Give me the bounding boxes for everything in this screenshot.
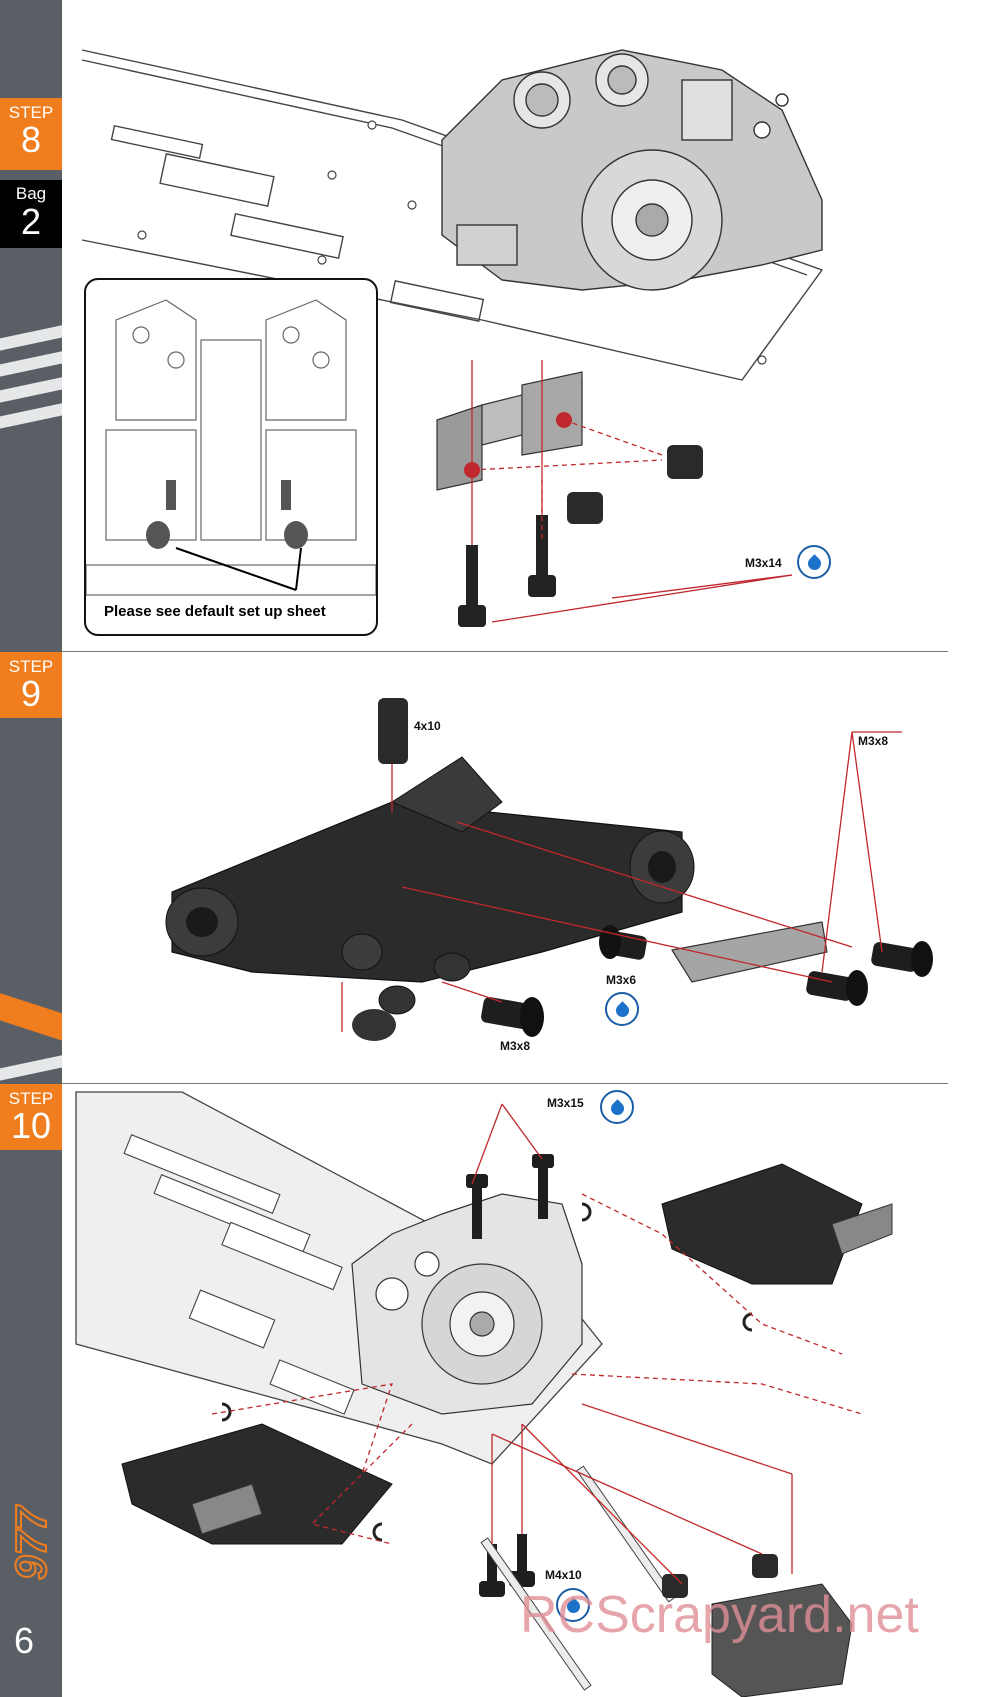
bushing <box>667 445 703 479</box>
guide-lines <box>471 360 793 623</box>
screw-label-m3x8-bottom: M3x8 <box>500 1039 531 1053</box>
brace-mount <box>436 371 583 491</box>
guide-lines <box>471 1103 793 1585</box>
spacer-label-4x10: 4x10 <box>414 719 441 733</box>
thread-lock-icon <box>797 545 831 579</box>
screws <box>481 925 933 1037</box>
step-divider <box>62 1083 948 1084</box>
screw-label-m3x8-top: M3x8 <box>858 734 889 748</box>
step-9-badge: STEP 9 <box>0 652 62 718</box>
callout-text: Please see default set up sheet <box>104 603 326 620</box>
decor-stripe <box>0 313 62 359</box>
step-number: 10 <box>10 1105 52 1146</box>
step-10-illustration <box>75 1091 893 1697</box>
step-number: 9 <box>20 673 42 714</box>
screw-label-m4x10: M4x10 <box>545 1568 582 1582</box>
bag-number: 2 <box>20 201 42 242</box>
thread-lock-icon <box>600 1090 634 1124</box>
e-clips <box>221 1202 753 1542</box>
step-divider <box>62 651 948 652</box>
pivot-nut <box>352 1009 396 1041</box>
plate-cutouts <box>123 1134 355 1415</box>
step-label: STEP <box>8 1089 54 1108</box>
upper-right-arm <box>661 1163 893 1285</box>
step-8-badge: STEP 8 <box>0 98 62 170</box>
model-logo: 977 <box>12 1503 52 1580</box>
decor-orange-stripe <box>0 982 62 1064</box>
spacer-4x10 <box>378 698 408 764</box>
step-label: STEP <box>8 657 54 676</box>
bushing <box>567 492 603 524</box>
guide-lines <box>341 731 902 1032</box>
dashed-guides <box>211 1193 863 1545</box>
step-9-illustration <box>165 698 933 1041</box>
thread-lock-icon <box>556 1588 590 1622</box>
rear-brace-mount <box>662 1554 853 1697</box>
screw-label-m3x14: M3x14 <box>745 556 782 570</box>
screw-label-m3x15: M3x15 <box>547 1096 584 1110</box>
step-10-badge: STEP 10 <box>0 1084 62 1150</box>
callout-illustration <box>86 299 376 596</box>
shim-plate <box>671 921 828 983</box>
plate-holes <box>137 120 767 365</box>
bulkhead-assembly <box>441 49 823 291</box>
sidebar <box>0 0 62 1697</box>
screws <box>458 515 556 627</box>
logo-text: 977 <box>12 1504 52 1580</box>
bag-label: Bag <box>15 184 47 203</box>
decor-stripe <box>0 1043 62 1089</box>
setup-callout: Please see default set up sheet <box>84 278 378 636</box>
bulkhead-assembly <box>351 1193 583 1415</box>
thread-lock-icon <box>605 992 639 1026</box>
bag-badge: Bag 2 <box>0 180 62 248</box>
page-number: 6 <box>14 1620 35 1661</box>
step-number: 8 <box>20 119 42 160</box>
step-label: STEP <box>8 103 54 122</box>
watermark: RCScrapyard.net <box>520 1586 919 1644</box>
left-arm <box>121 1423 393 1545</box>
screw-label-m3x6: M3x6 <box>606 973 637 987</box>
